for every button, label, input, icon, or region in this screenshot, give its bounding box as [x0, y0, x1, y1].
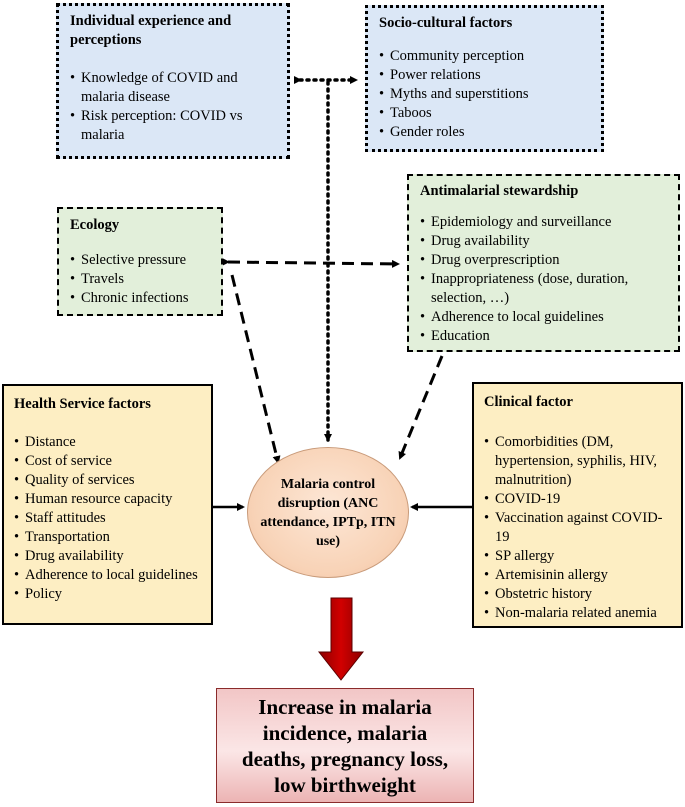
sociocultural-box: Socio-cultural factors Community percept… [365, 5, 604, 152]
list-item: Vaccination against COVID-19 [484, 509, 675, 547]
list-item: Chronic infections [70, 289, 211, 308]
list-item: Obstetric history [484, 585, 675, 604]
list-item: Comorbidities (DM, hypertension, syphili… [484, 433, 675, 490]
list-item: Policy [14, 585, 203, 604]
list-item: Transportation [14, 528, 203, 547]
list-item: Cost of service [14, 452, 203, 471]
health-service-list: Distance Cost of service Quality of serv… [14, 433, 203, 604]
list-item: Myths and superstitions [379, 85, 591, 104]
list-item: Community perception [379, 47, 591, 66]
list-item: Inappropriateness (dose, duration, selec… [420, 270, 668, 308]
individual-perceptions-box: Individual experience and perceptions Kn… [56, 3, 290, 159]
stewardship-list: Epidemiology and surveillance Drug avail… [420, 213, 668, 346]
down-arrow-icon [317, 597, 365, 681]
ecology-stewardship-connector [221, 257, 400, 268]
ecology-title: Ecology [70, 217, 120, 233]
list-item: Distance [14, 433, 203, 452]
outcome-label: Increase in malaria incidence, malaria d… [241, 694, 449, 797]
list-item: Selective pressure [70, 251, 211, 270]
ecology-to-center-connector [230, 274, 281, 464]
list-item: Power relations [379, 66, 591, 85]
clinical-factor-title: Clinical factor [484, 394, 573, 410]
individual-perceptions-list: Knowledge of COVID and malaria disease R… [70, 69, 277, 145]
clinical-factor-box: Clinical factor Comorbidities (DM, hyper… [472, 382, 683, 628]
list-item: Drug overprescription [420, 251, 668, 270]
ecology-box: Ecology Selective pressure Travels Chron… [57, 207, 223, 316]
list-item: SP allergy [484, 547, 675, 566]
list-item: Artemisinin allergy [484, 566, 675, 585]
list-item: Staff attitudes [14, 509, 203, 528]
list-item: Taboos [379, 104, 591, 123]
sociocultural-title: Socio-cultural factors [379, 15, 513, 31]
list-item: Drug availability [420, 232, 668, 251]
list-item: Epidemiology and surveillance [420, 213, 668, 232]
clinical-factor-list: Comorbidities (DM, hypertension, syphili… [484, 433, 675, 623]
list-item: Adherence to local guidelines [14, 566, 203, 585]
list-item: Non-malaria related anemia [484, 604, 675, 623]
list-item: Drug availability [14, 547, 203, 566]
list-item: Risk perception: COVID vs malaria [70, 107, 277, 145]
individual-perceptions-title: Individual experience and perceptions [70, 13, 232, 48]
outcome-box: Increase in malaria incidence, malaria d… [216, 688, 474, 803]
list-item: Gender roles [379, 123, 591, 142]
list-item: Quality of services [14, 471, 203, 490]
list-item: Education [420, 327, 668, 346]
stewardship-to-center-connector [398, 355, 444, 460]
health-service-box: Health Service factors Distance Cost of … [2, 384, 213, 625]
malaria-control-disruption-node: Malaria control disruption (ANC attendan… [247, 447, 409, 578]
list-item: Adherence to local guidelines [420, 308, 668, 327]
list-item: Knowledge of COVID and malaria disease [70, 69, 277, 107]
list-item: COVID-19 [484, 490, 675, 509]
health-service-title: Health Service factors [14, 396, 151, 412]
sociocultural-list: Community perception Power relations Myt… [379, 47, 591, 142]
stewardship-box: Antimalarial stewardship Epidemiology an… [407, 174, 680, 352]
list-item: Human resource capacity [14, 490, 203, 509]
center-label: Malaria control disruption (ANC attendan… [260, 476, 396, 549]
ecology-list: Selective pressure Travels Chronic infec… [70, 251, 211, 308]
stewardship-title: Antimalarial stewardship [420, 183, 579, 199]
list-item: Travels [70, 270, 211, 289]
